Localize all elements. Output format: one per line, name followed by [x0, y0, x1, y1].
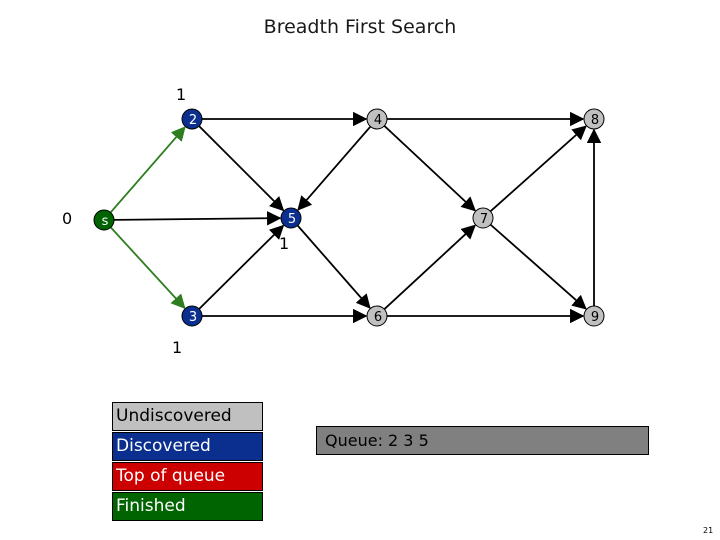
node-8: 8: [583, 108, 605, 130]
edge-7-9: [489, 223, 587, 310]
node-8-label: 8: [591, 113, 599, 128]
node-6-label: 6: [374, 310, 382, 325]
legend-top-of-queue-label: Top of queue: [116, 466, 226, 486]
legend-undiscovered: Undiscovered: [112, 402, 263, 431]
edge-4-7: [383, 125, 477, 212]
node-5: 5: [280, 207, 302, 229]
edge-3-5: [198, 224, 285, 310]
edge-s-5: [113, 211, 282, 226]
distance-label-3: 1: [172, 338, 183, 357]
legend-discovered-label: Discovered: [116, 436, 211, 456]
node-2-circle: [181, 108, 203, 130]
queue-text: Queue: 2 3 5: [325, 431, 429, 450]
node-6-circle: [366, 305, 388, 327]
node-4-label: 4: [374, 113, 382, 128]
distance-label-s: 0: [62, 209, 73, 228]
node-7-label: 7: [480, 212, 488, 227]
node-3: 3: [181, 305, 203, 327]
node-9: 9: [583, 305, 605, 327]
node-s-label: s: [102, 214, 109, 229]
edge-s-2: [109, 126, 186, 214]
distance-label-5: 1: [279, 234, 290, 253]
node-4: 4: [366, 108, 388, 130]
node-9-label: 9: [591, 310, 599, 325]
edge-7-8: [489, 125, 587, 213]
legend-undiscovered-label: Undiscovered: [116, 406, 232, 426]
edge-2-5: [198, 125, 285, 212]
node-2-label: 2: [189, 113, 197, 128]
node-4-circle: [366, 108, 388, 130]
edges: [109, 111, 602, 324]
page-number: 21: [703, 526, 714, 535]
node-5-label: 5: [288, 212, 296, 227]
node-7: 7: [472, 207, 494, 229]
edge-6-7: [383, 224, 476, 310]
node-5-circle: [280, 207, 302, 229]
node-3-circle: [181, 305, 203, 327]
edge-s-3: [110, 226, 186, 309]
queue-box: Queue: 2 3 5: [316, 426, 649, 455]
edge-5-6: [296, 224, 371, 309]
distance-label-2: 1: [176, 85, 187, 104]
node-7-circle: [472, 207, 494, 229]
node-9-circle: [583, 305, 605, 327]
legend-discovered: Discovered: [112, 432, 263, 461]
nodes: s 2 3 4 5 6 7 8 9: [93, 108, 605, 327]
legend-finished-label: Finished: [116, 496, 186, 516]
node-s-circle: [93, 209, 115, 231]
slide-title: Breadth First Search: [263, 16, 457, 38]
edge-4-5: [297, 125, 372, 211]
legend-top-of-queue: Top of queue: [112, 462, 263, 491]
node-s: s: [93, 209, 115, 231]
node-6: 6: [366, 305, 388, 327]
node-3-label: 3: [189, 310, 197, 325]
node-2: 2: [181, 108, 203, 130]
legend-finished: Finished: [112, 492, 263, 521]
node-8-circle: [583, 108, 605, 130]
